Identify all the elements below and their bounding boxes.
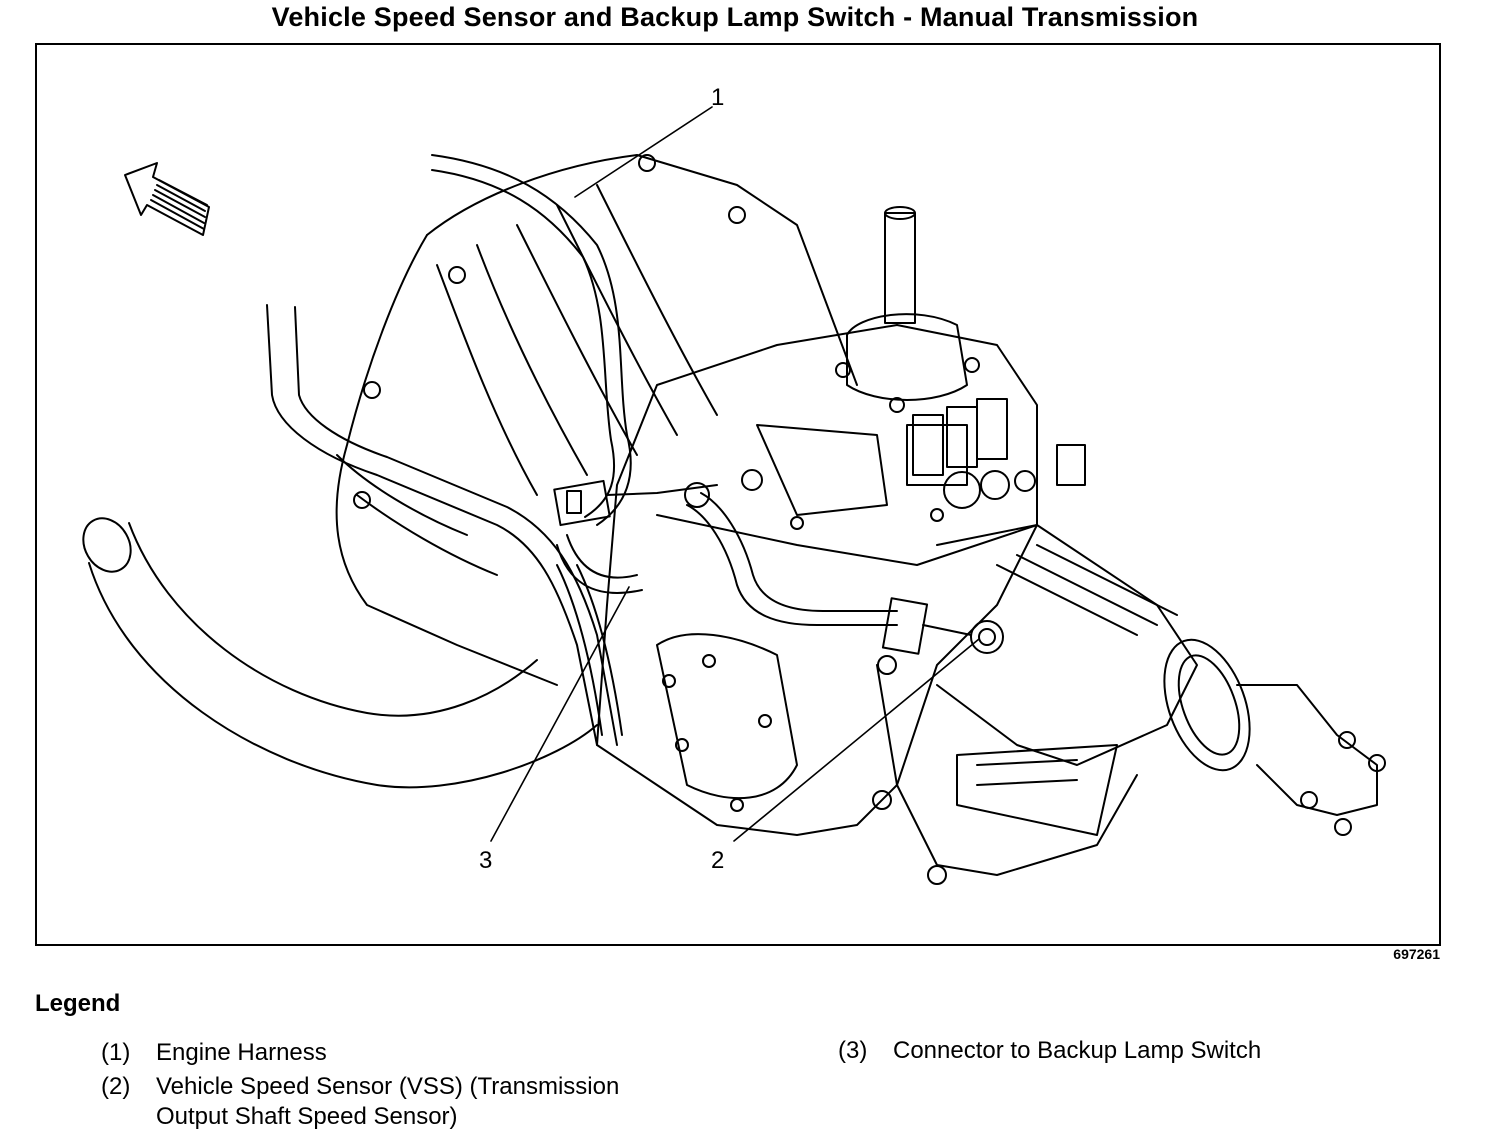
vehicle-speed-sensor bbox=[881, 597, 1004, 655]
transmission-case bbox=[596, 324, 1038, 836]
legend-heading: Legend bbox=[35, 990, 121, 1017]
legend-item-3: (3) Connector to Backup Lamp Switch bbox=[838, 1036, 1398, 1070]
leader-line-2 bbox=[733, 638, 980, 842]
transmission-illustration: 1 2 3 bbox=[82, 84, 1386, 885]
figure-frame: 1 2 3 bbox=[35, 43, 1441, 946]
legend-item-text: Vehicle Speed Sensor (VSS) (Transmission bbox=[156, 1073, 620, 1100]
leader-line-1 bbox=[574, 106, 713, 198]
legend-item-text: Engine Harness bbox=[156, 1039, 327, 1066]
extension-housing bbox=[936, 524, 1386, 836]
leader-line-3 bbox=[490, 586, 630, 842]
hydraulic-lines bbox=[266, 304, 623, 746]
shifter-tower bbox=[835, 206, 1086, 509]
direction-arrow-icon bbox=[124, 162, 210, 236]
legend-item-text-continued: Output Shaft Speed Sensor) bbox=[156, 1103, 458, 1130]
legend-item-number: (1) bbox=[101, 1039, 131, 1066]
diagram-title: Vehicle Speed Sensor and Backup Lamp Swi… bbox=[271, 2, 1199, 32]
callout-1: 1 bbox=[711, 84, 724, 111]
callout-3: 3 bbox=[479, 847, 492, 874]
legend-item-2: (2) Vehicle Speed Sensor (VSS) (Transmis… bbox=[101, 1072, 741, 1136]
engine-harness bbox=[431, 154, 898, 626]
backup-lamp-connector bbox=[553, 479, 718, 527]
legend-item-number: (2) bbox=[101, 1073, 131, 1100]
bell-housing bbox=[335, 154, 858, 686]
leader-lines bbox=[490, 106, 980, 842]
lower-housing bbox=[872, 655, 1138, 885]
callout-2: 2 bbox=[711, 847, 724, 874]
legend-item-text: Connector to Backup Lamp Switch bbox=[893, 1037, 1262, 1064]
legend-item-1: (1) Engine Harness bbox=[101, 1038, 741, 1072]
exhaust-pipe bbox=[82, 517, 598, 789]
figure-number: 697261 bbox=[1393, 946, 1440, 962]
legend-item-number: (3) bbox=[838, 1037, 868, 1064]
